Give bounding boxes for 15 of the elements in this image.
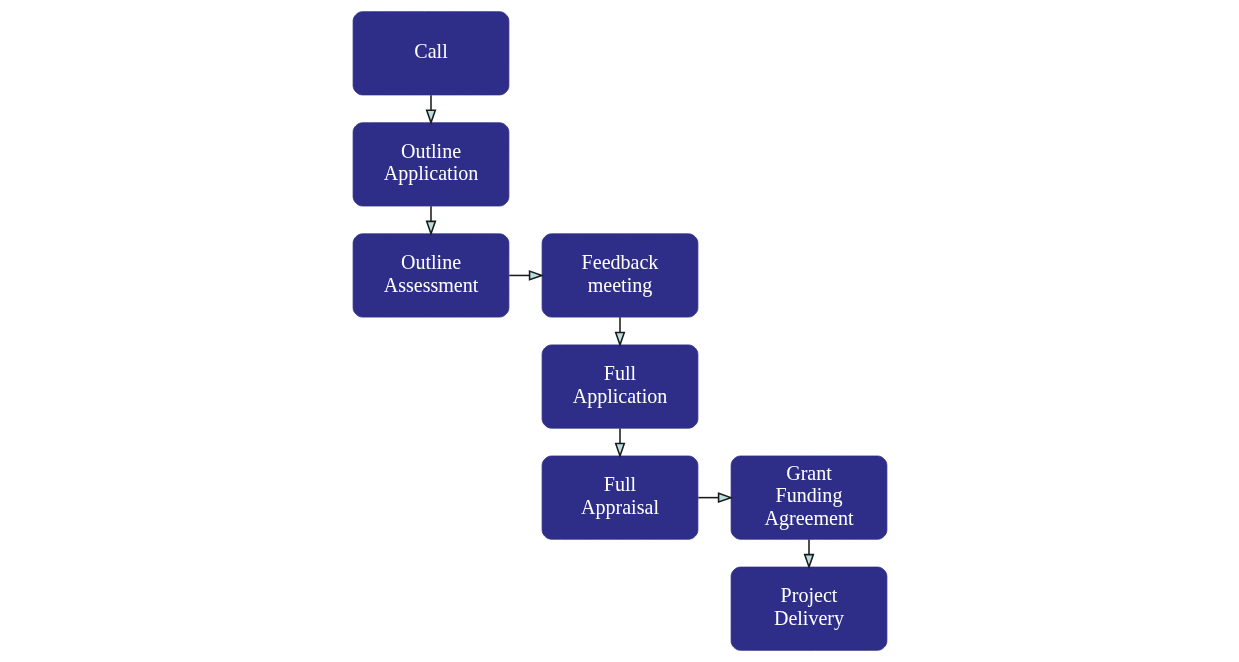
arrow — [614, 427, 625, 459]
node-box: Feedback meeting — [541, 233, 698, 318]
arrow — [614, 316, 625, 348]
node-box: Outline Assessment — [352, 233, 509, 318]
arrow — [425, 205, 436, 237]
node-box: Full Appraisal — [541, 455, 698, 540]
node-box: Project Delivery — [730, 566, 887, 651]
arrow — [425, 94, 436, 125]
node-box: Outline Application — [352, 122, 509, 207]
arrow — [697, 492, 733, 504]
arrow — [508, 270, 544, 281]
arrow — [803, 538, 814, 570]
node-box: Call — [352, 11, 509, 96]
node-box: Full Application — [541, 344, 698, 429]
node-box: Grant Funding Agreement — [730, 455, 887, 540]
